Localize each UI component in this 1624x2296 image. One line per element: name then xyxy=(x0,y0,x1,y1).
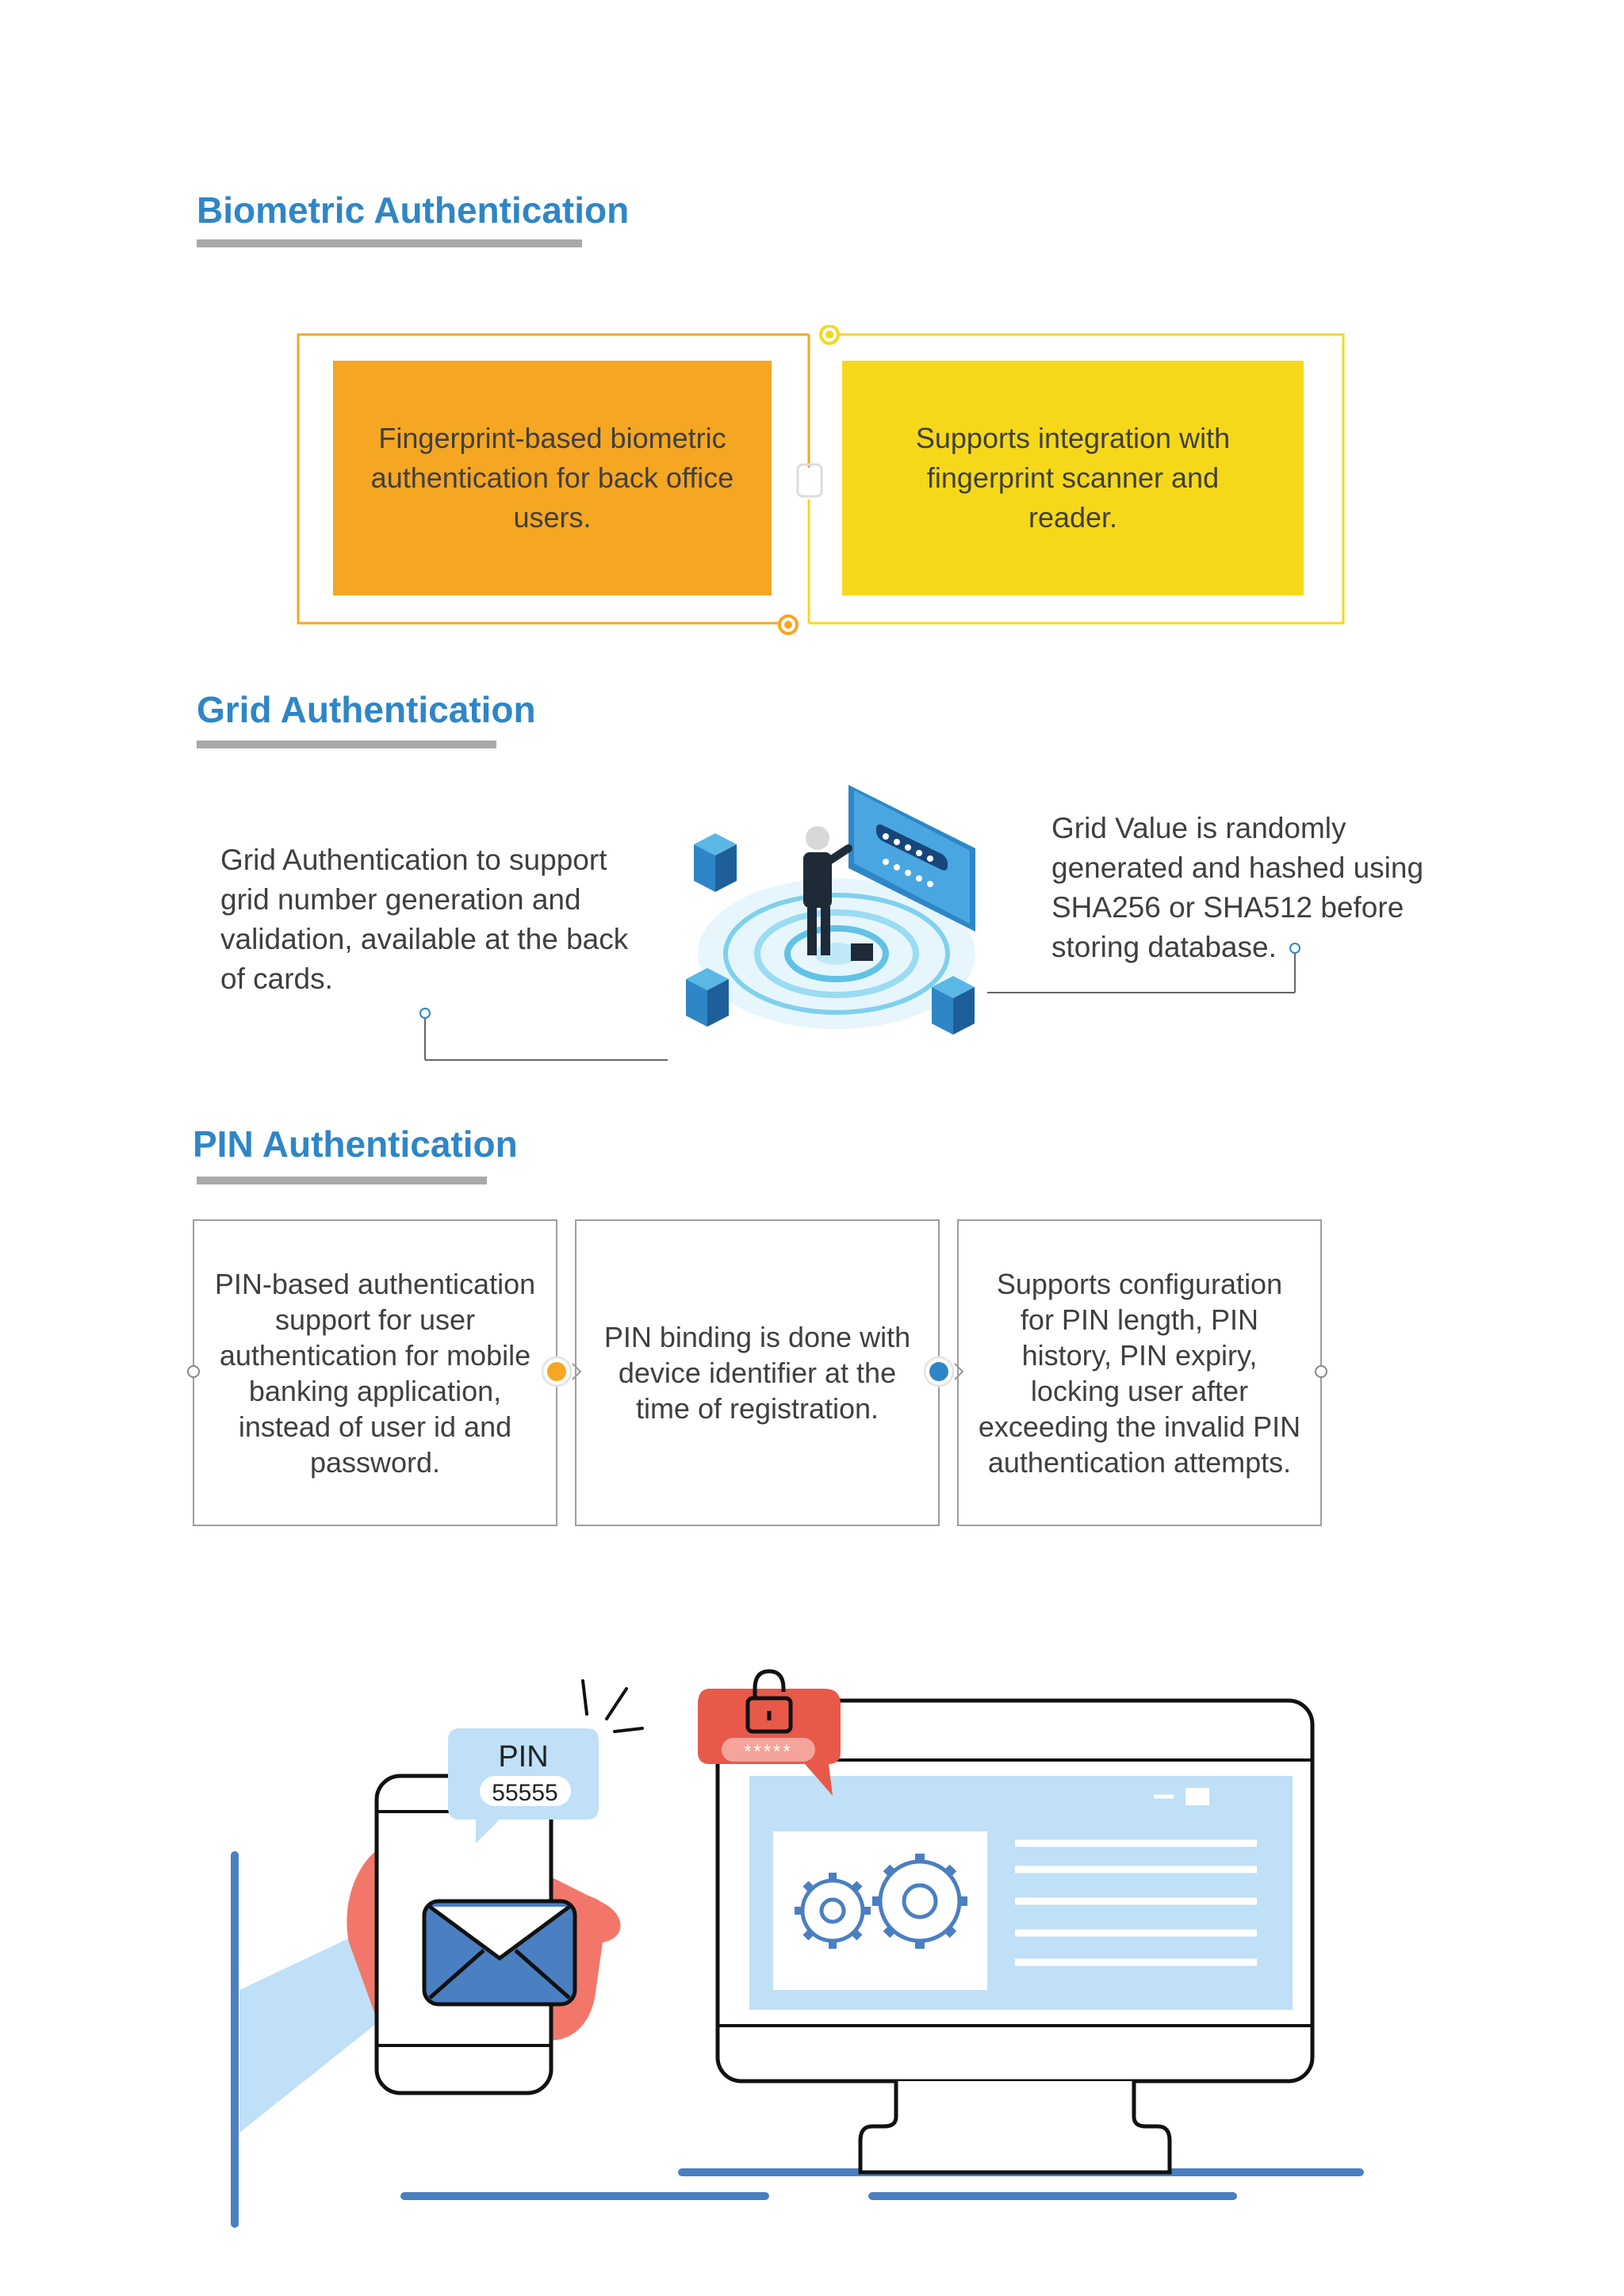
server-right-bottom xyxy=(932,976,975,1035)
hand-phone-icon xyxy=(239,1774,621,2133)
pin-box-2: PIN binding is done with device identifi… xyxy=(575,1219,940,1526)
pin-title-underline xyxy=(197,1177,487,1184)
grid-connectors xyxy=(419,943,1300,1061)
envelope-icon xyxy=(422,1899,577,2007)
notification-rays-icon xyxy=(581,1679,644,1733)
pin-title: PIN Authentication xyxy=(193,1123,518,1165)
grid-left-text: Grid Authentication to support grid numb… xyxy=(220,844,629,995)
biometric-card-right xyxy=(842,361,1304,595)
pin-illustration: PIN 55555 xyxy=(231,1669,1364,2228)
grid-right-text: Grid Value is randomly generated and has… xyxy=(1051,812,1424,963)
biometric-title: Biometric Authentication xyxy=(197,189,630,231)
pin-connector-blue xyxy=(923,1356,964,1387)
server-left-bottom xyxy=(686,968,729,1027)
password-bubble xyxy=(698,1689,841,1796)
pin-connector-end xyxy=(1315,1365,1327,1378)
grid-password-dots xyxy=(883,833,933,887)
grid-isometric-illustration xyxy=(686,785,975,1035)
pin-box-1: PIN-based authentication support for use… xyxy=(193,1219,557,1526)
grid-title: Grid Authentication xyxy=(197,689,536,730)
biometric-card-right-text: Supports integration with fingerprint sc… xyxy=(915,422,1231,534)
pin-bubble-code: 55555 xyxy=(492,1780,557,1806)
pin-connector-start xyxy=(187,1365,200,1378)
server-left-top xyxy=(694,833,737,892)
biometric-card-left xyxy=(333,361,772,595)
pin-connector-orange xyxy=(541,1356,582,1387)
pin-box-3: Supports configuration for PIN length, P… xyxy=(957,1219,1322,1526)
gears-icon xyxy=(795,1854,967,1949)
biometric-frame xyxy=(297,325,1345,635)
biometric-title-underline xyxy=(197,239,582,247)
pin-bubble-label: PIN xyxy=(498,1740,548,1774)
lock-icon xyxy=(745,1669,793,1734)
biometric-card-left-text: Fingerprint-based biometric authenticati… xyxy=(370,422,734,534)
monitor-icon xyxy=(715,1698,1315,2175)
pin-bubble xyxy=(448,1728,599,1843)
grid-title-underline xyxy=(197,740,496,748)
password-mask: ***** xyxy=(744,1741,793,1762)
